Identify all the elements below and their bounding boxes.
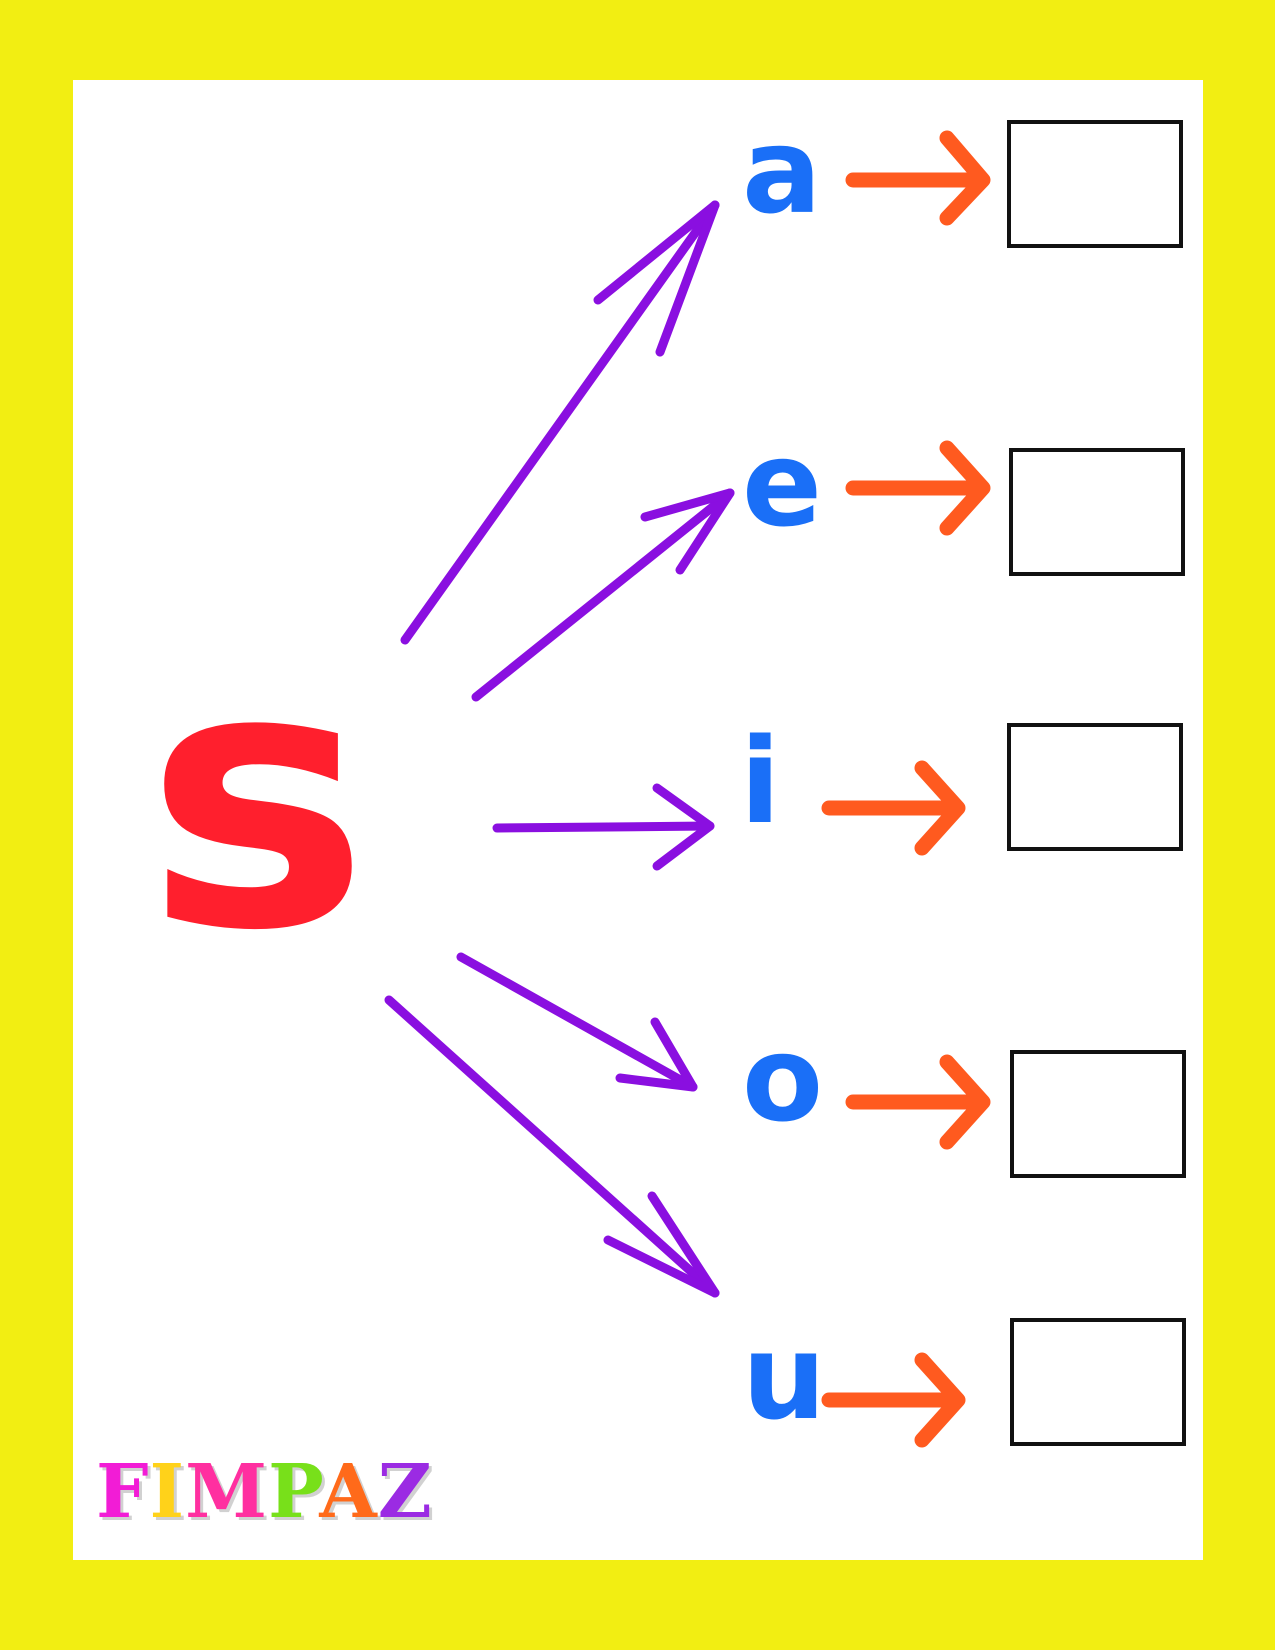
arrow-s-to-a xyxy=(400,200,720,645)
vowel-a: a xyxy=(742,102,822,240)
main-letter-s: s xyxy=(144,590,370,1009)
arrow-a-to-box xyxy=(845,130,991,226)
fimpaz-logo: FIMPAZ xyxy=(96,1455,433,1529)
arrow-s-to-u xyxy=(384,995,720,1298)
vowel-i: i xyxy=(740,712,781,850)
answer-box-a[interactable] xyxy=(1007,120,1183,248)
logo-letter: M xyxy=(185,1449,269,1535)
logo-letter: P xyxy=(268,1449,320,1535)
arrow-i-to-box xyxy=(821,760,966,856)
vowel-o: o xyxy=(742,1010,824,1148)
arrow-s-to-e xyxy=(471,488,735,702)
arrow-s-to-i xyxy=(492,783,715,871)
answer-box-i[interactable] xyxy=(1007,723,1183,851)
vowel-e: e xyxy=(742,415,823,553)
logo-letter: A xyxy=(319,1449,378,1535)
answer-box-e[interactable] xyxy=(1009,448,1185,576)
vowel-u: u xyxy=(742,1308,827,1446)
arrow-o-to-box xyxy=(845,1054,991,1150)
arrow-s-to-o xyxy=(456,952,698,1092)
answer-box-u[interactable] xyxy=(1010,1318,1186,1446)
arrow-u-to-box xyxy=(821,1352,966,1448)
logo-letter: Z xyxy=(377,1449,433,1535)
arrow-e-to-box xyxy=(845,440,991,536)
logo-letter: I xyxy=(149,1449,186,1535)
logo-letter: F xyxy=(96,1449,150,1535)
answer-box-o[interactable] xyxy=(1010,1050,1186,1178)
